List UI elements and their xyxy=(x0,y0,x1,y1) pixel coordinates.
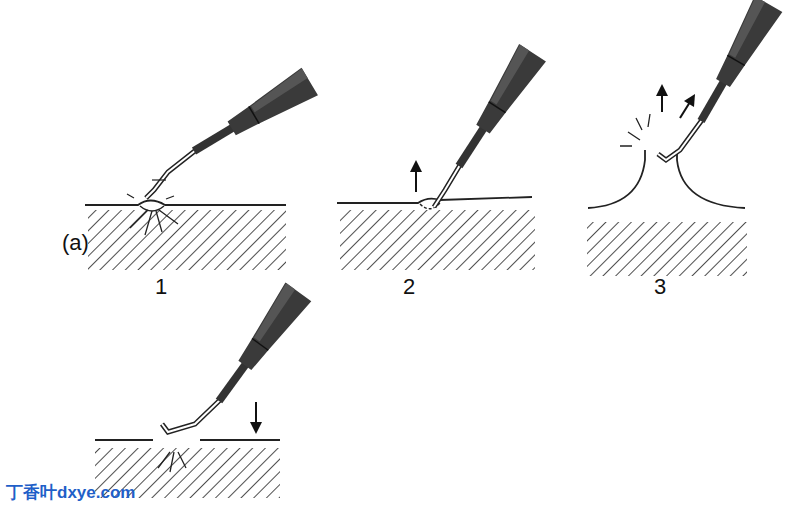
step-number: 1 xyxy=(155,276,167,298)
watermark: 丁香叶dxye.com xyxy=(6,484,135,501)
step-number: 2 xyxy=(403,276,415,298)
step-number: 3 xyxy=(654,276,666,298)
figure-label: (a) xyxy=(62,232,89,254)
